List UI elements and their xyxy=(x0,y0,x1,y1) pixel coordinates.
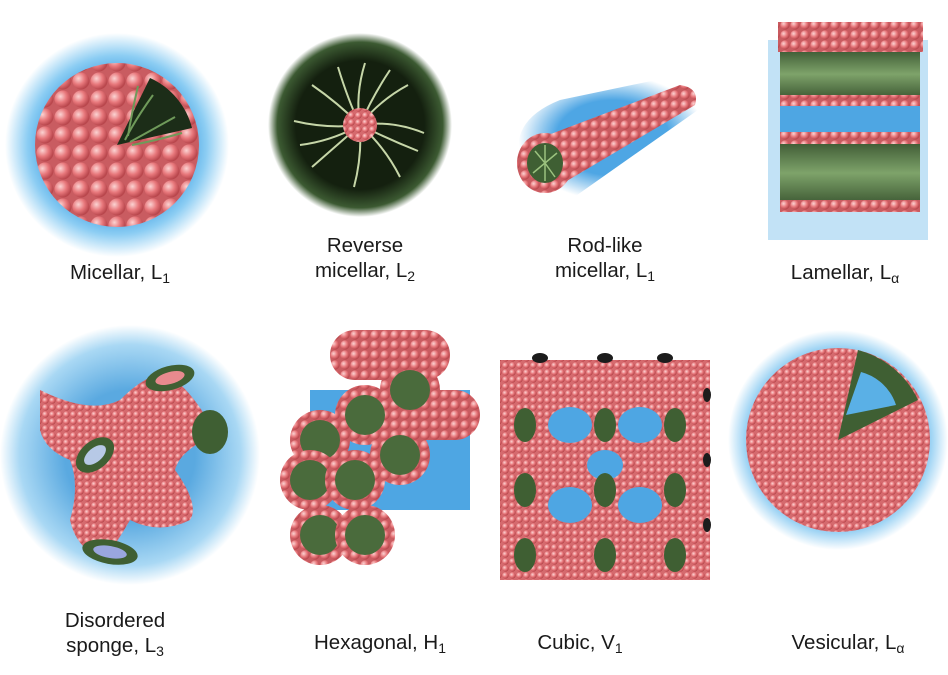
micellar-phase: Micellar, L1 xyxy=(0,0,240,310)
disordered-sponge-phase: Disordered sponge, L3 xyxy=(0,320,260,675)
cubic-label: Cubic, V1 xyxy=(505,630,655,655)
hexagonal-label: Hexagonal, H1 xyxy=(275,630,485,655)
disordered-sponge-illustration xyxy=(0,320,260,590)
hexagonal-illustration xyxy=(270,320,490,580)
reverse-micellar-label: Reverse micellar, L2 xyxy=(260,233,470,283)
rodlike-micellar-phase: Rod-like micellar, L1 xyxy=(490,0,720,310)
micellar-label: Micellar, L1 xyxy=(20,260,220,285)
reverse-micellar-phase: Reverse micellar, L2 xyxy=(250,0,480,310)
reverse-micellar-illustration xyxy=(250,0,480,240)
hexagonal-phase: Hexagonal, H1 xyxy=(270,320,490,675)
disordered-sponge-label: Disordered sponge, L3 xyxy=(15,608,215,658)
cubic-phase: Cubic, V1 xyxy=(495,320,720,675)
cubic-illustration xyxy=(495,320,720,590)
lamellar-illustration xyxy=(730,0,948,250)
micellar-illustration xyxy=(0,0,240,240)
vesicular-label: Vesicular, Lα xyxy=(748,630,948,655)
vesicular-illustration xyxy=(728,320,948,590)
vesicular-phase: Vesicular, Lα xyxy=(728,320,948,675)
lamellar-phase: Lamellar, Lα xyxy=(730,0,948,310)
lamellar-label: Lamellar, Lα xyxy=(745,260,945,285)
rodlike-micellar-illustration xyxy=(490,0,720,240)
rod-ends xyxy=(280,360,440,565)
rodlike-micellar-label: Rod-like micellar, L1 xyxy=(500,233,710,283)
